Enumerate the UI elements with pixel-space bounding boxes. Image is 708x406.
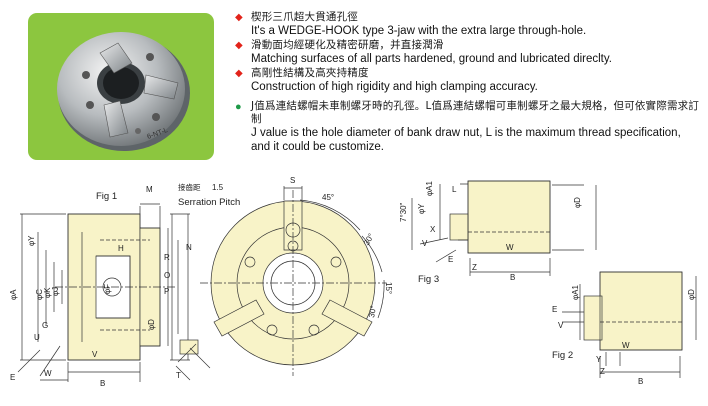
fig3-dim-phi-A1: φA1	[425, 180, 434, 196]
dim-N: N	[186, 243, 192, 252]
dim-P: P	[164, 287, 169, 296]
dim-phi-C: φC	[35, 289, 44, 300]
fig2-dim-V: V	[558, 321, 564, 330]
red-diamond-bullet-icon: ◆	[235, 68, 243, 79]
fig2-dim-W: W	[622, 341, 630, 350]
red-diamond-bullet-icon: ◆	[235, 12, 243, 23]
fig2-title: Fig 2	[552, 350, 573, 361]
dim-U: U	[34, 333, 40, 342]
serration-pitch-chinese: 接齒距	[178, 182, 201, 192]
feature-note: ◆ 滑動面均經硬化及精密研磨，并直接潤滑 Matching surfaces o…	[233, 39, 703, 66]
fig3-dim-B: B	[510, 273, 515, 282]
fig2-dim-B: B	[638, 377, 643, 386]
feature-note-english: Construction of high rigidity and high c…	[251, 81, 538, 93]
dim-E: E	[10, 373, 15, 382]
fig3-dim-Z: Z	[472, 263, 477, 272]
fig3-dim-W: W	[506, 243, 514, 252]
dim-phi-K: φK	[43, 287, 52, 298]
green-circle-bullet-icon: ●	[235, 101, 242, 113]
angle-15: 15°	[384, 282, 393, 294]
dim-phi-F: φF	[103, 284, 112, 294]
angle-30-bottom: 30°	[367, 305, 378, 318]
dim-R: R	[164, 253, 170, 262]
dim-W: W	[44, 369, 52, 378]
feature-note-english: J value is the hole diameter of bank dra…	[251, 127, 681, 153]
fig3-dim-phi-D: φD	[573, 197, 582, 208]
dim-S: S	[290, 176, 295, 185]
red-diamond-bullet-icon: ◆	[235, 40, 243, 51]
dim-G: G	[42, 321, 48, 330]
fig3-angle: 7°30"	[399, 202, 408, 222]
feature-note-chinese: 滑動面均經硬化及精密研磨，并直接潤滑	[251, 39, 444, 51]
dim-V: V	[92, 350, 98, 359]
feature-note: ◆ 高剛性結構及高夾持精度 Construction of high rigid…	[233, 67, 703, 94]
fig3-dim-E: E	[448, 255, 453, 264]
fig3-dim-phi-Y: φY	[417, 203, 426, 214]
fig2-section-view	[562, 271, 697, 378]
feature-note-chinese: J值爲連結螺帽未車制螺牙時的孔徑。L值爲連結螺帽可車制螺牙之最大規格，但可依實際…	[251, 100, 700, 125]
feature-note-chinese: 高剛性結構及高夾持精度	[251, 67, 369, 79]
fig3-dim-V: V	[422, 239, 428, 248]
angle-30-top: 30°	[362, 232, 376, 247]
fig2-dim-phi-D: φD	[687, 289, 696, 300]
dim-H: H	[118, 244, 124, 253]
dim-phi-J: φJ	[51, 287, 60, 296]
feature-note: ● J值爲連結螺帽未車制螺牙時的孔徑。L值爲連結螺帽可車制螺牙之最大規格，但可依…	[233, 100, 703, 154]
fig3-dim-L: L	[452, 185, 457, 194]
dim-phi-D: φD	[147, 319, 156, 330]
product-photo: 6-NT-L	[28, 13, 214, 160]
dim-M: M	[146, 185, 153, 194]
angle-45: 45°	[322, 193, 334, 202]
fig2-dim-E: E	[552, 305, 557, 314]
dim-phi-A: φA	[9, 289, 18, 300]
feature-note-english: Matching surfaces of all parts hardened,…	[251, 53, 612, 65]
chuck-photo-illustration: 6-NT-L	[57, 32, 190, 151]
dim-T: T	[176, 371, 181, 380]
fig1-title: Fig 1	[96, 191, 117, 202]
fig2-dim-Z: Z	[600, 367, 605, 376]
serration-pitch-label: Serration Pitch	[178, 197, 240, 208]
front-view	[175, 186, 386, 381]
serration-pitch-value: 1.5	[212, 183, 224, 192]
feature-note-chinese: 楔形三爪超大貫通孔徑	[251, 11, 358, 23]
fig1-section-view	[17, 203, 190, 382]
fig2-dim-phi-A1: φA1	[571, 284, 580, 300]
fig3-dim-X: X	[430, 225, 436, 234]
feature-note: ◆ 楔形三爪超大貫通孔徑 It's a WEDGE-HOOK type 3-ja…	[233, 11, 703, 38]
fig3-title: Fig 3	[418, 274, 439, 285]
dim-O: O	[164, 271, 170, 280]
dim-B: B	[100, 379, 105, 388]
feature-note-english: It's a WEDGE-HOOK type 3-jaw with the ex…	[251, 25, 587, 37]
dim-phi-Y: φY	[27, 235, 36, 246]
fig2-dim-Y: Y	[596, 355, 602, 364]
fig3-section-view	[411, 180, 597, 276]
feature-notes: ◆ 楔形三爪超大貫通孔徑 It's a WEDGE-HOOK type 3-ja…	[233, 11, 703, 154]
technical-drawing: Fig 1 接齒距 1.5 Serration Pitch M H N R O …	[9, 176, 697, 388]
